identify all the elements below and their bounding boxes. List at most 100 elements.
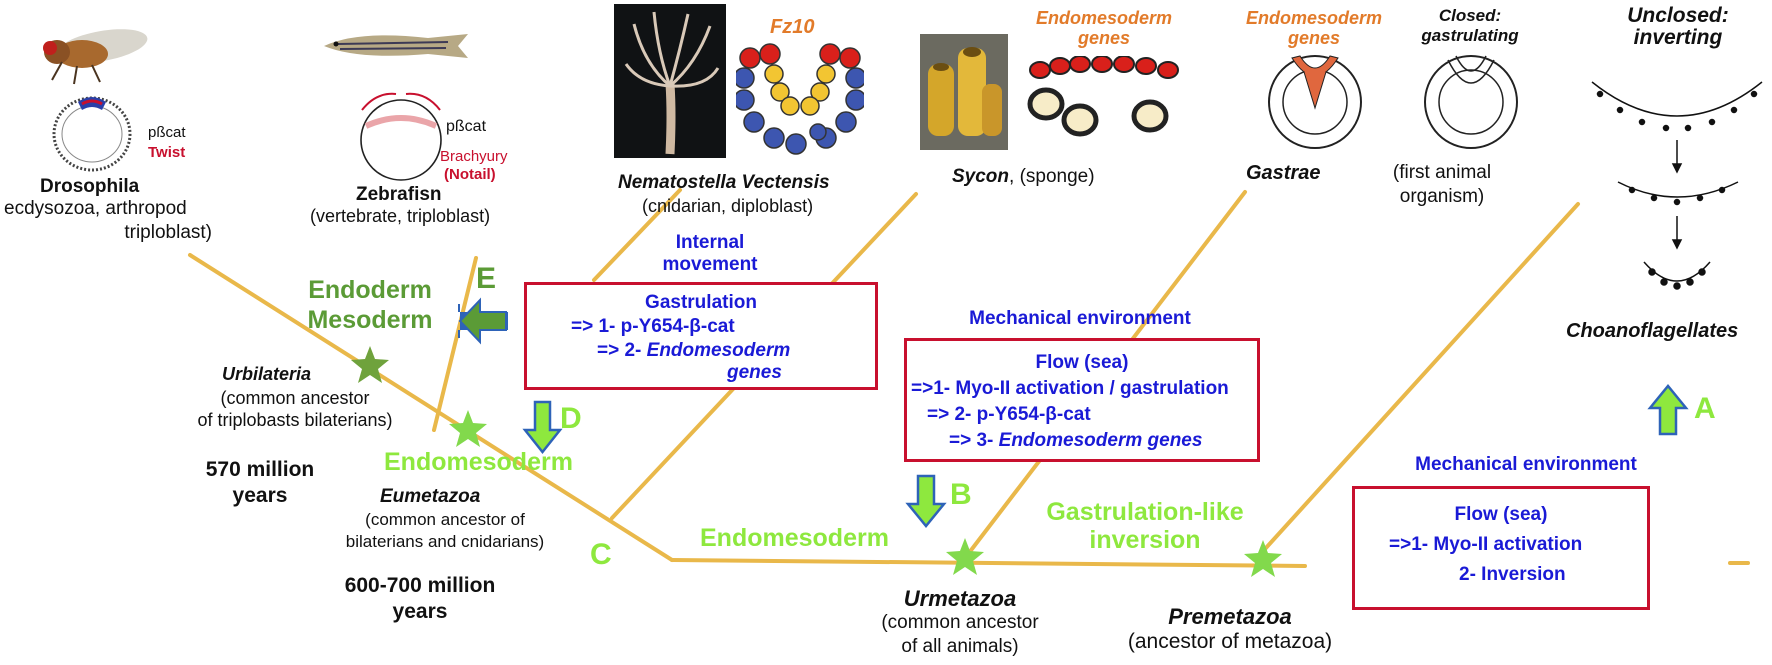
eumetazoa-desc2: bilaterians and cnidarians) [345,532,545,551]
drosophila-pbcat-label: pßcat [148,124,186,141]
drosophila-desc2: triploblast) [124,222,212,243]
arrow-a-icon [1647,384,1689,436]
flow-b-box-line3-italic: Endomesoderm genes [998,430,1203,451]
drosophila-twist-label: Twist [148,144,186,161]
zebrafish-brachyury-label: Brachyury [440,148,508,165]
urmetazoa-desc2: of all animals) [901,636,1019,657]
sycon-gene-diagram [1027,56,1179,137]
drosophila-photo [22,2,162,88]
gastrulation-box-line2-italic: Endomesoderm [646,340,791,361]
gastrulation-box-title: Gastrulation [645,292,757,313]
flow-a-box: Flow (sea) =>1- Myo-II activation 2- Inv… [1352,486,1650,610]
eumetazoa-time1: 600-700 million [344,574,496,597]
gastrulating-diagram [1424,55,1518,149]
branch-drosophila [188,253,674,562]
zebrafish-embryo [360,92,442,181]
urmetazoa-name: Urmetazoa [903,586,1017,611]
endomesoderm-b-label: Endomesoderm [700,524,889,552]
letter-d: D [560,402,582,435]
mechanical-environment-b-label: Mechanical environment [969,308,1191,329]
gastrae-endomesoderm-label2: genes [1287,28,1341,48]
sycon-name: Sycon, (sponge) [952,166,1095,188]
flow-b-box-line3: => 3- Endomesoderm genes [949,430,1203,452]
sycon-name-italic: Sycon [952,166,1010,187]
flow-a-box-line1: =>1- Myo-II activation [1389,534,1583,555]
fz10-label: Fz10 [770,16,815,38]
flow-b-box-line3-prefix: => 3- [949,430,999,451]
gastrulation-box-line3: genes [727,362,782,383]
gastrae-name: Gastrae [1246,162,1321,184]
unclosed-label2: inverting [1633,26,1723,49]
mesoderm-label: Mesoderm [307,306,433,334]
eumetazoa-desc1: (common ancestor of [365,510,525,529]
zebrafish-desc: (vertebrate, triploblast) [310,206,491,226]
urbilateria-time2: years [232,484,288,507]
nematostella-desc: (cnidarian, diploblast) [642,196,814,216]
branch-main-horizontal [670,558,1307,568]
star-urbilateria [351,346,389,383]
eumetazoa-time2: years [392,600,448,623]
gastrulation-like-label2: inversion [1089,526,1201,554]
urbilateria-time1: 570 million [205,458,315,481]
star-premetazoa [1244,540,1282,577]
gastrulation-box-line2: => 2- Endomesoderm [597,340,791,362]
nematostella-name: Nematostella Vectensis [618,172,830,193]
drosophila-embryo [52,96,132,172]
gastrulation-box-line2-prefix: => 2- [597,340,647,361]
gastrae-endomesoderm-label1: Endomesoderm [1245,8,1383,28]
star-urmetazoa [946,538,984,575]
urmetazoa-desc1: (common ancestor [881,612,1039,633]
letter-c: C [590,538,612,571]
zebrafish-photo [324,34,468,58]
arrow-e-icon [458,297,508,345]
gastrae-endomesoderm-diagram [1268,55,1362,149]
drosophila-desc1: ecdysozoa, arthropod [4,198,187,219]
gastrae-desc2: organism) [1399,186,1485,207]
endoderm-label: Endoderm [308,276,432,304]
branch-zebrafish [432,256,478,432]
endomesoderm-d-label: Endomesoderm [384,448,573,476]
gastrae-desc1: (first animal [1392,162,1492,183]
arrow-d-icon [522,400,563,455]
closed-label2: gastrulating [1421,26,1519,45]
flow-b-box-line1: =>1- Myo-II activation / gastrulation [911,378,1229,399]
eumetazoa-name: Eumetazoa [380,486,481,507]
flow-a-box-title: Flow (sea) [1454,504,1548,525]
urbilateria-name: Urbilateria [222,364,312,384]
fz10-embryo-diagram [736,43,864,155]
sycon-endomesoderm-label1: Endomesoderm [1035,8,1173,28]
urbilateria-desc1: (common ancestor [220,388,370,408]
letter-b: B [950,478,972,511]
premetazoa-desc: (ancestor of metazoa) [1127,630,1333,653]
zebrafish-notail-label: (Notail) [444,166,496,183]
flow-b-box-line2: => 2- p-Y654-β-cat [927,404,1091,425]
letter-e: E [476,262,497,295]
sycon-photo [920,34,1008,150]
sycon-endomesoderm-label2: genes [1077,28,1131,48]
zebrafish-name: Zebrafisn [356,184,442,205]
closed-label1: Closed: [1438,6,1502,25]
internal-movement-label2: movement [662,254,758,275]
branch-sycon [592,188,682,282]
internal-movement-label1: Internal [675,232,745,253]
flow-b-box: Flow (sea) =>1- Myo-II activation / gast… [904,338,1260,462]
choanoflagellate-inversion-diagram [1591,81,1763,290]
gastrulation-like-label1: Gastrulation-like [1046,498,1244,526]
flow-a-box-line2: 2- Inversion [1459,564,1566,585]
flow-b-box-title: Flow (sea) [1035,352,1129,373]
nematostella-photo [614,4,726,158]
mechanical-environment-a-label: Mechanical environment [1415,454,1637,475]
drosophila-name: Drosophila [40,176,140,197]
arrow-b-icon [905,474,947,528]
branch-choanoflagellates [1253,202,1580,562]
gastrulation-box: Gastrulation => 1- p-Y654-β-cat => 2- En… [524,282,878,390]
star-eumetazoa [449,410,487,447]
urbilateria-desc2: of triplobasts bilaterians) [197,410,393,430]
gastrulation-box-line1: => 1- p-Y654-β-cat [571,316,735,337]
letter-a: A [1694,392,1716,425]
choanoflagellates-name: Choanoflagellates [1566,320,1739,342]
unclosed-label1: Unclosed: [1627,4,1729,27]
zebrafish-pbcat-label: pßcat [446,118,487,135]
premetazoa-name: Premetazoa [1168,604,1292,629]
